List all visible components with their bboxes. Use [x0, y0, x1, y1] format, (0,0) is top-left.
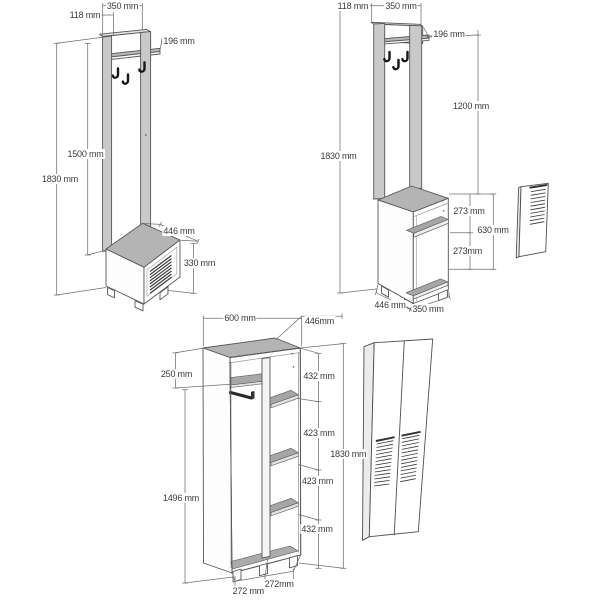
coat-hook-icon — [383, 50, 391, 63]
dim-label-cabinet-depth: 446 mm — [373, 299, 407, 310]
dim-label-niche-bottom: 273mm — [451, 246, 484, 256]
coat-hooks — [383, 50, 409, 71]
left-post — [373, 22, 386, 200]
dim-label-cabinet-width: 350 mm — [411, 304, 445, 314]
door-inset-line — [146, 247, 178, 297]
dim-label-top-width: 350 mm — [105, 1, 140, 11]
dim-label-shelf-depth: 196 mm — [162, 36, 196, 46]
dim-label-shelf-depth: 196 mm — [432, 29, 466, 39]
door-split-line — [393, 340, 405, 536]
right-post — [409, 24, 423, 189]
middle-shelf-edge — [413, 219, 449, 238]
coat-hook-icon — [121, 73, 130, 85]
wardrobe-dimension-lines — [172, 313, 347, 587]
dim-label-cabinet-height: 330 mm — [182, 258, 217, 268]
vent-tab — [529, 184, 548, 189]
screw-hole — [144, 134, 147, 136]
dim-label-niche-4: 432 mm — [300, 524, 334, 534]
left-post — [102, 35, 113, 252]
vent-tab — [375, 436, 395, 442]
dim-label-depth: 446mm — [303, 315, 336, 326]
interior-top-line — [228, 352, 301, 364]
dim-label-niche-width-left: 272 mm — [231, 586, 265, 596]
dim-label-top-niche: 250 mm — [159, 369, 194, 379]
wardrobe-left-side — [202, 347, 233, 574]
screw-hole — [292, 366, 295, 368]
coat-hook-icon — [111, 67, 120, 79]
cabinet-foot — [134, 300, 144, 312]
cabinet-foot — [159, 286, 169, 301]
hanging-rail — [228, 390, 254, 400]
dim-label-interior-height: 1496 mm — [161, 493, 201, 503]
wardrobe-front-outline — [229, 347, 302, 574]
coat-hook-icon — [392, 58, 400, 71]
center-divider — [261, 357, 271, 559]
coat-hook-icon — [401, 50, 409, 63]
screw-hole — [291, 352, 293, 355]
coat-hooks — [111, 61, 146, 85]
screw-hole — [442, 210, 445, 212]
dim-label-post-depth: 118 mm — [336, 1, 370, 11]
dim-label-middle-height: 1200 mm — [451, 100, 491, 111]
dim-label-niche-width-right: 272mm — [263, 579, 295, 589]
louver-vent — [529, 185, 546, 225]
coat-rack-closed-drawing — [99, 28, 181, 312]
dim-label-niche-3: 423 mm — [300, 476, 335, 486]
dim-label-total-height: 1830 mm — [329, 448, 368, 459]
right-post — [140, 31, 152, 233]
wardrobe-foot — [289, 555, 298, 569]
coat-rack-open-drawing — [370, 21, 449, 311]
louver-vent — [373, 440, 394, 487]
dim-label-niche-1: 432 mm — [302, 371, 336, 381]
dim-label-total-height: 1830 mm — [40, 173, 80, 184]
wardrobe-drawing — [202, 337, 302, 583]
louver-vent — [400, 434, 420, 483]
dim-label-frame-height: 1500 mm — [66, 149, 105, 159]
dim-label-total-height: 1830 mm — [319, 151, 358, 161]
interior-top-line — [413, 202, 449, 218]
detached-wardrobe-doors — [362, 338, 434, 541]
dim-label-top-width: 350 mm — [384, 1, 418, 11]
dim-label-niche-2: 423 mm — [302, 427, 336, 438]
hanging-rail-bracket — [251, 391, 255, 400]
detached-small-door — [515, 182, 549, 259]
dim-label-cabinet-depth: 446 mm — [162, 226, 196, 236]
coat-hook-icon — [138, 61, 146, 73]
bottom-shelf-edge — [413, 281, 449, 300]
cabinet-foot — [381, 285, 389, 298]
door-panels — [368, 338, 434, 538]
screw-hole — [442, 200, 444, 202]
dim-label-cabinet-height: 630 mm — [476, 225, 510, 235]
vent-tab — [401, 430, 421, 437]
dim-label-width: 600 mm — [223, 313, 257, 323]
louver-vent — [149, 255, 172, 294]
dim-label-post-depth: 118 mm — [68, 10, 102, 20]
dim-label-niche-top: 273 mm — [452, 206, 486, 216]
cabinet-foot — [107, 287, 115, 299]
